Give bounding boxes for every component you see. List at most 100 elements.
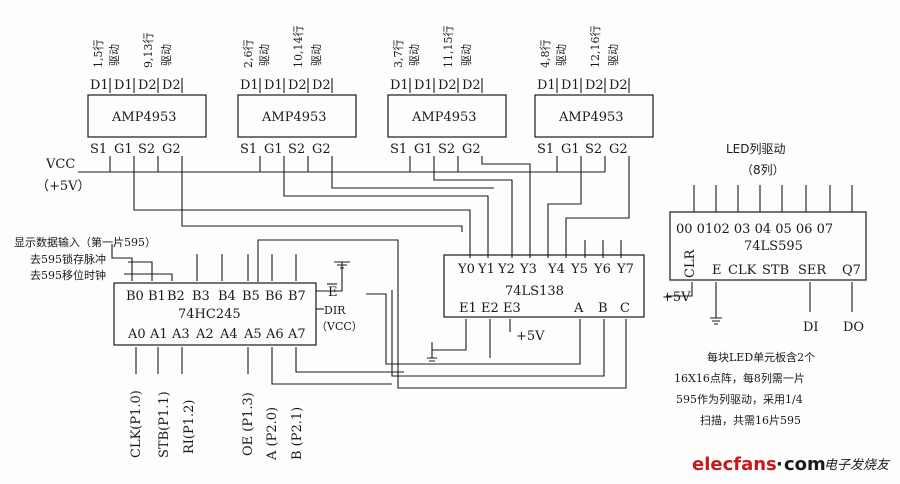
pin-b0: B0 (126, 289, 144, 304)
row-note-2: 9,13行 (142, 33, 155, 69)
pin-d2b: D2 (312, 78, 331, 93)
pin-y5: Y5 (570, 262, 588, 277)
hc245-chip: B0 B1 B2 B3 B4 B5 B6 B7 74HC245 A0 A1 A3… (113, 282, 363, 346)
ls595-do: DO (843, 320, 864, 335)
pin-y1: Y1 (477, 262, 495, 277)
logo-elecfans: elecfans (692, 454, 777, 475)
pin-g1: G1 (114, 142, 133, 157)
pin-b1: B1 (148, 289, 166, 304)
pin-d1b: D1 (561, 78, 580, 93)
drive-2: 驱动 (607, 44, 620, 66)
row-note-1: 3,7行 (392, 40, 405, 69)
pin-g2: G2 (162, 142, 181, 157)
pin-s1: S1 (90, 142, 107, 157)
row-note-2: 12,16行 (589, 26, 602, 69)
pin-s2: S2 (585, 142, 602, 157)
logo-dot: · (776, 454, 783, 475)
port-ri: RI(P1.2) (182, 400, 197, 455)
pin-b7: B7 (288, 289, 306, 304)
port-clk: CLK(P1.0) (129, 390, 144, 458)
amp4953-chip-2-label: AMP4953 (261, 110, 327, 125)
pin-a6: A6 (265, 327, 284, 342)
logo-cn: 电子发烧友 (824, 458, 891, 473)
drive-1: 驱动 (555, 44, 568, 66)
elecfans-logo: elecfans · com 电子发烧友 (692, 454, 891, 475)
pin-g2: G2 (462, 142, 481, 157)
dir-note: （VCC） (316, 320, 363, 333)
amp4953-chip-1: AMP4953 D1 D1 D2 D2 S1 G1 S2 G2 1,5行 驱动 … (87, 33, 207, 157)
pin-d2b: D2 (162, 78, 181, 93)
pin-g2: G2 (609, 142, 628, 157)
port-stb: STB(P1.1) (157, 391, 172, 458)
amp4953-chip-2: AMP4953 D1 D1 D2 D2 S1 G1 S2 G2 2,6行 驱动 … (237, 26, 357, 157)
pin-e3: E3 (503, 301, 521, 316)
pin-b: B (598, 301, 608, 316)
pin-a: A (573, 301, 584, 316)
port-labels: CLK(P1.0) STB(P1.1) RI(P1.2) OE (P1.3) A… (129, 390, 305, 461)
row-note-2: 10,14行 (292, 26, 305, 69)
drain-wires (109, 78, 630, 93)
note-line-2: 16X16点阵，每8列需一片 (674, 371, 805, 385)
pin-y6: Y6 (593, 262, 611, 277)
ls595-chip: LED列驱动 （8列） 00 0102 03 04 05 06 07 74LS5… (662, 142, 867, 335)
drive-1: 驱动 (258, 44, 271, 66)
row-note-2: 11,15行 (442, 26, 455, 69)
pin-a3: A3 (171, 327, 190, 342)
ls595-title: LED列驱动 (726, 142, 786, 156)
input-latch-label: 去595锁存脉冲 (30, 252, 106, 266)
drive-1: 驱动 (108, 44, 121, 66)
pin-y7: Y7 (616, 262, 634, 277)
pin-d2: D2 (288, 78, 307, 93)
pin-d2b: D2 (462, 78, 481, 93)
pin-d1b: D1 (414, 78, 433, 93)
pin-g1: G1 (414, 142, 433, 157)
amp4953-chip-3: AMP4953 D1 D1 D2 D2 S1 G1 S2 G2 3,7行 驱动 … (387, 26, 507, 157)
amp4953-chip-1-label: AMP4953 (111, 110, 177, 125)
pin-d1b: D1 (264, 78, 283, 93)
left-input-labels: 显示数据输入（第一片595） 去595锁存脉冲 去595移位时钟 (14, 235, 156, 282)
pin-d2b: D2 (609, 78, 628, 93)
pin-s1: S1 (537, 142, 554, 157)
hc245-label: 74HC245 (178, 307, 241, 322)
pin-y4: Y4 (547, 262, 565, 277)
ls138-supply: +5V (516, 329, 545, 344)
pin-c: C (620, 301, 630, 316)
pin-b2: B2 (167, 289, 185, 304)
ls138-wires (257, 239, 627, 389)
pin-e: E (328, 285, 338, 300)
pin-s2: S2 (438, 142, 455, 157)
pin-a1: A1 (149, 327, 168, 342)
pin-g1: G1 (264, 142, 283, 157)
logo-com: com (784, 454, 826, 475)
ls595-out-pins: 00 0102 03 04 05 06 07 (676, 222, 833, 237)
pin-a7: A7 (287, 327, 306, 342)
ls595-supply: +5V (662, 290, 691, 305)
pin-b3: B3 (192, 289, 210, 304)
pin-a0: A0 (127, 327, 146, 342)
pin-e1: E1 (459, 301, 477, 316)
pin-s2: S2 (138, 142, 155, 157)
amp4953-chip-3-label: AMP4953 (411, 110, 477, 125)
pin-d1: D1 (240, 78, 259, 93)
pin-y2: Y2 (497, 262, 515, 277)
pin-stb: STB (762, 263, 789, 278)
pin-b4: B4 (218, 289, 236, 304)
pin-b6: B6 (265, 289, 283, 304)
gate-wires (133, 156, 630, 258)
ls138-chip: Y0 Y1 Y2 Y3 Y4 Y5 Y6 Y7 74LS138 E1 E2 E3… (443, 254, 645, 344)
ls595-subtitle: （8列） (741, 163, 785, 177)
row-note-1: 4,8行 (539, 40, 552, 69)
port-b: B (P2.1) (290, 407, 305, 460)
pin-s1: S1 (240, 142, 257, 157)
pin-d2: D2 (138, 78, 157, 93)
pin-q7: Q7 (842, 263, 861, 278)
pin-s1: S1 (390, 142, 407, 157)
pin-d1: D1 (537, 78, 556, 93)
drive-2: 驱动 (160, 44, 173, 66)
vcc-value: （+5V） (36, 179, 91, 194)
vcc-bus: VCC （+5V） (36, 156, 606, 194)
drive-2: 驱动 (460, 44, 473, 66)
pin-e: E (712, 263, 722, 278)
ls138-label: 74LS138 (505, 284, 564, 299)
